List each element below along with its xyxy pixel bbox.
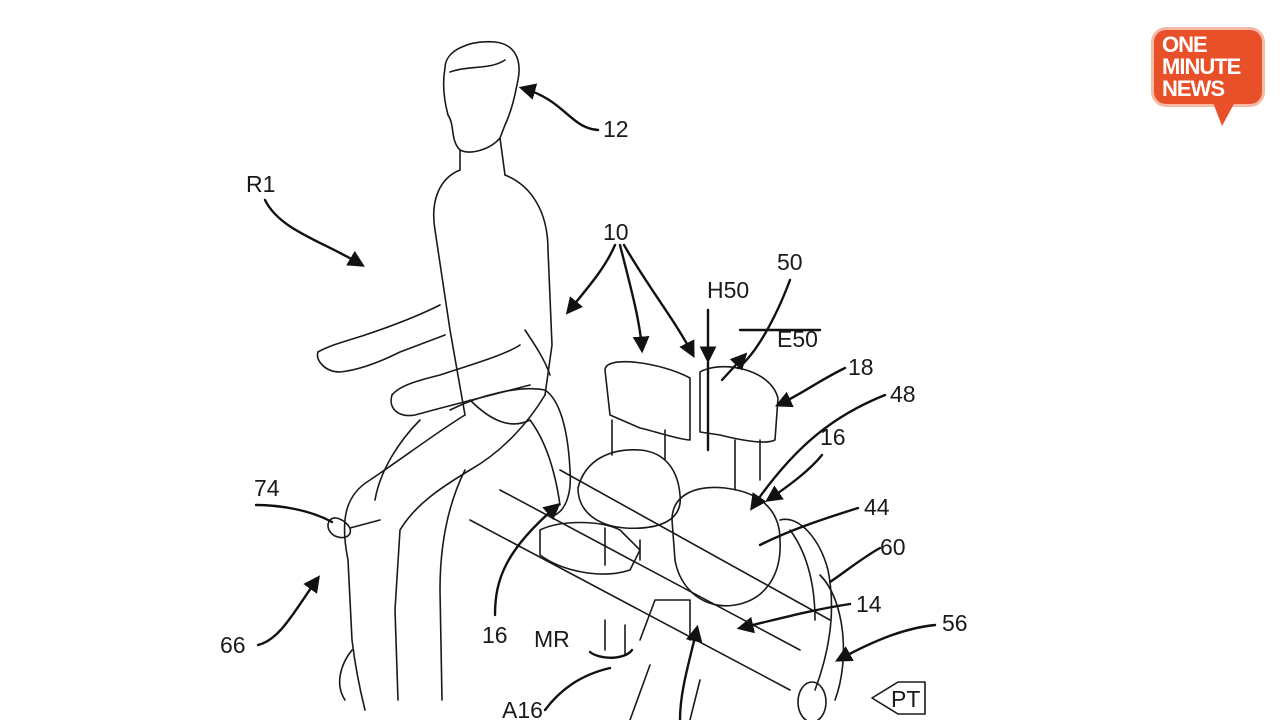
label-16-right: 16 bbox=[820, 424, 846, 450]
label-a16: A16 bbox=[502, 697, 543, 720]
label-12: 12 bbox=[603, 116, 629, 142]
label-10: 10 bbox=[603, 219, 629, 245]
leader-arrows bbox=[254, 83, 937, 720]
label-44: 44 bbox=[864, 494, 890, 520]
label-14: 14 bbox=[856, 591, 882, 617]
label-mr: MR bbox=[534, 626, 570, 652]
label-16-left: 16 bbox=[482, 622, 508, 648]
label-pt: PT bbox=[891, 686, 920, 712]
label-74: 74 bbox=[254, 475, 280, 501]
pt-marker-outline bbox=[871, 681, 926, 715]
label-50: 50 bbox=[777, 249, 803, 275]
label-e50: E50 bbox=[777, 326, 818, 352]
logo-speech-tail bbox=[1212, 100, 1236, 126]
logo-line-3: NEWS bbox=[1162, 76, 1225, 101]
logo-line-2: MINUTE bbox=[1162, 54, 1241, 79]
label-h50: H50 bbox=[707, 277, 749, 303]
one-minute-news-logo: ONE MINUTE NEWS bbox=[1154, 30, 1262, 104]
label-48: 48 bbox=[890, 381, 916, 407]
logo-line-1: ONE bbox=[1162, 32, 1208, 57]
seat-assembly bbox=[327, 360, 845, 720]
label-r1: R1 bbox=[246, 171, 275, 197]
label-18: 18 bbox=[848, 354, 874, 380]
label-56: 56 bbox=[942, 610, 968, 636]
passenger-figure bbox=[316, 40, 553, 711]
label-60: 60 bbox=[880, 534, 906, 560]
label-66: 66 bbox=[220, 632, 246, 658]
